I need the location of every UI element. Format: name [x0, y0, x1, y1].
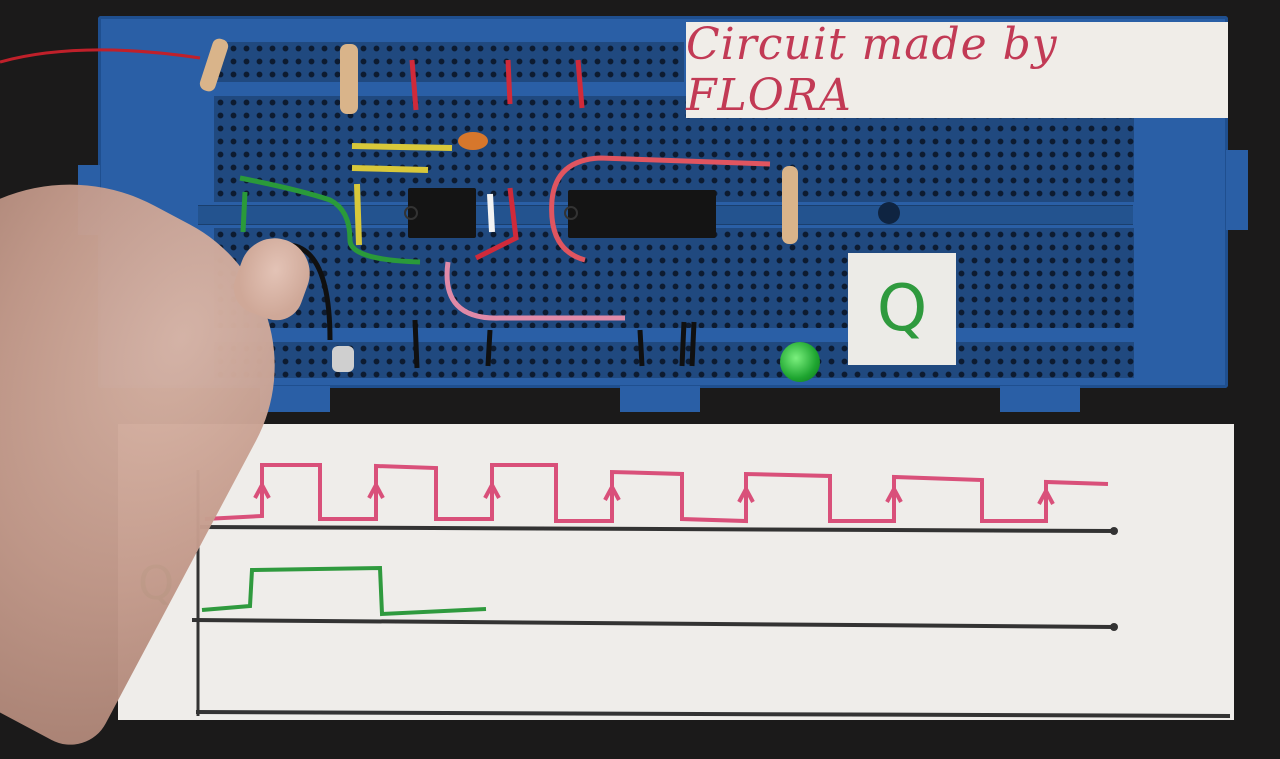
q-waveform — [201, 565, 487, 617]
q-card-text: Q — [876, 272, 928, 346]
q-baseline — [191, 618, 1115, 629]
chip-notch — [404, 206, 418, 220]
green-led — [780, 342, 820, 382]
title-text: Circuit made by FLORA — [686, 19, 1058, 121]
ic-counter-chip — [564, 190, 716, 238]
clock-baseline-end — [1110, 527, 1118, 535]
power-rail-top — [214, 42, 684, 82]
wires-layer — [0, 48, 771, 369]
electrolytic-capacitor — [332, 346, 354, 372]
breadboard-foot-mid — [620, 386, 700, 412]
title-card: Circuit made by FLORA — [686, 19, 1228, 121]
ic-555-timer — [404, 188, 476, 238]
clock-baseline — [199, 525, 1115, 533]
clock-waveform — [204, 463, 1109, 524]
power-rail-bottom — [214, 342, 1134, 378]
resistor-3 — [782, 166, 798, 244]
photo-scene: Circuit made by FLORA Q Q — [0, 16, 1248, 759]
q-label-card: Q — [848, 253, 956, 365]
bottom-baseline — [195, 710, 1231, 718]
breadboard-clip-right — [1226, 150, 1248, 230]
q-baseline-end — [1110, 623, 1118, 631]
clock-rising-edge-arrows — [253, 480, 1055, 505]
resistor-2 — [340, 44, 358, 114]
ceramic-capacitor — [458, 132, 488, 150]
timing-diagram — [191, 463, 1231, 718]
breadboard-foot-right — [1000, 386, 1080, 412]
mounting-hole — [878, 202, 900, 224]
terminal-strip-bottom — [214, 228, 1134, 328]
chip-notch — [564, 206, 578, 220]
